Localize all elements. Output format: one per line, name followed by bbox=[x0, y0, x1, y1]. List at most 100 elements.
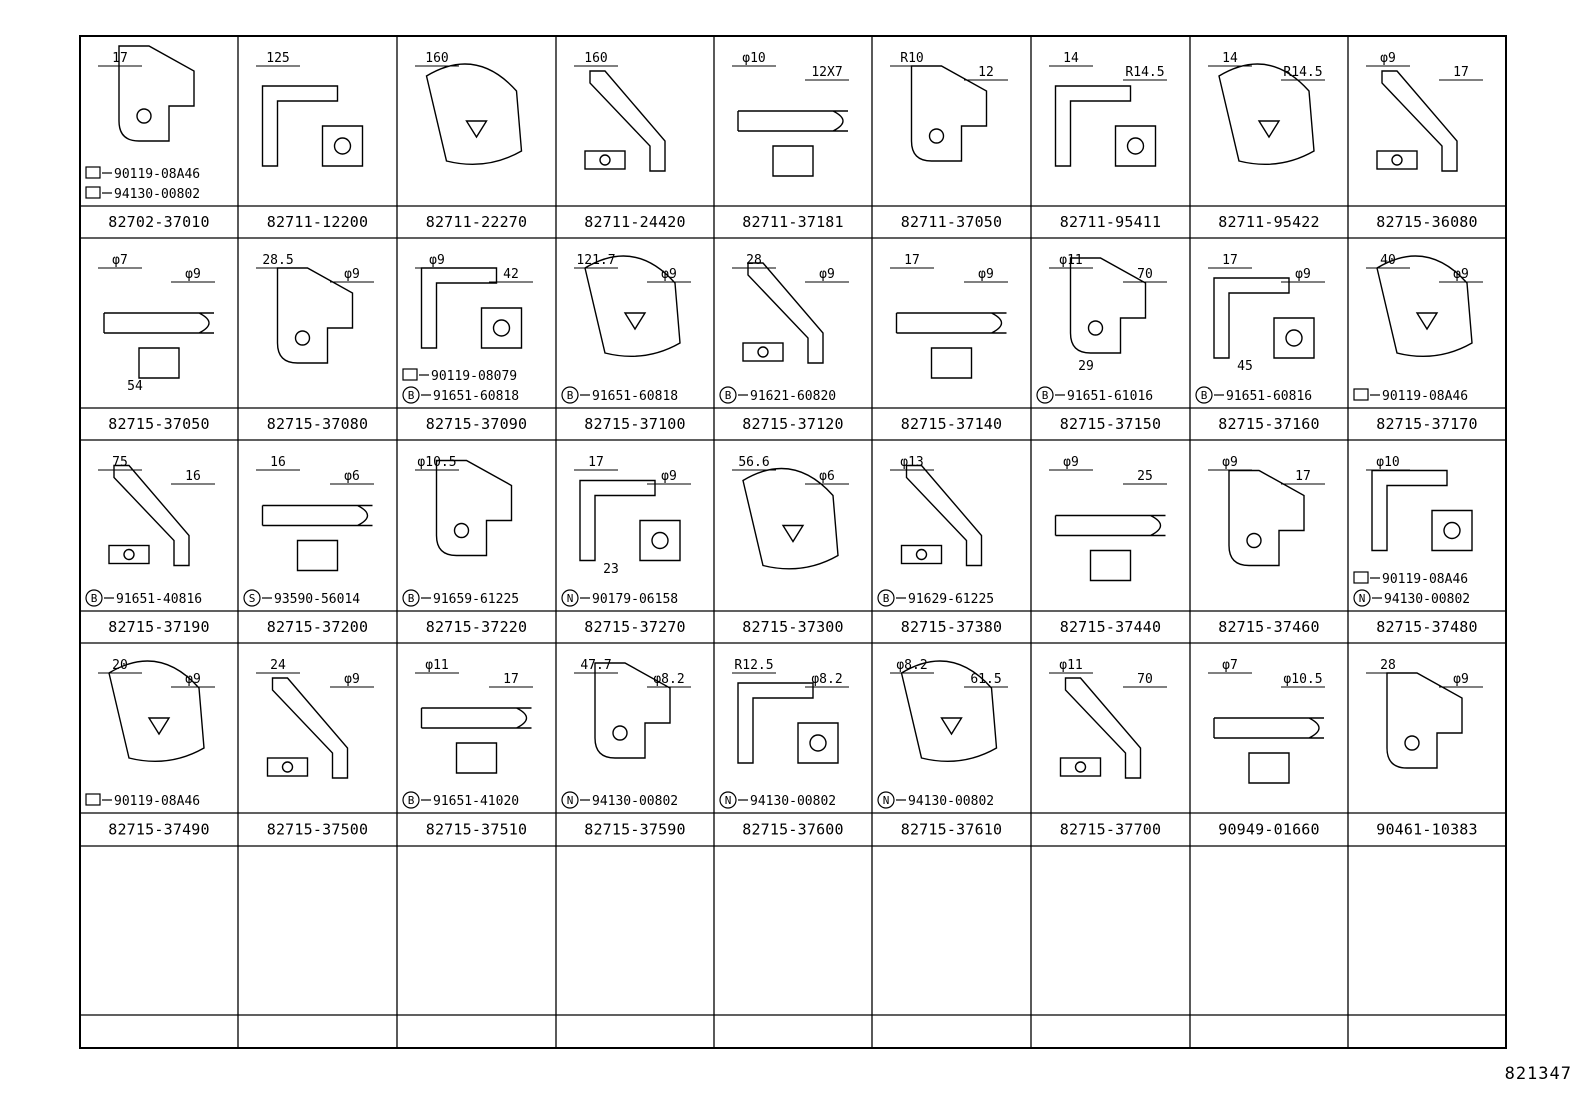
clip-body bbox=[772, 145, 814, 177]
dimension-label: φ8.2 bbox=[653, 672, 684, 687]
part-number: 90949-01660 bbox=[1218, 821, 1320, 839]
band-outline bbox=[895, 312, 1007, 334]
bracket-outline bbox=[589, 70, 666, 172]
bolt-hole bbox=[1126, 137, 1145, 155]
dimension-label: φ10 bbox=[1376, 455, 1399, 470]
clamp-outline bbox=[425, 63, 523, 166]
dimension-label: 17 bbox=[1222, 253, 1238, 268]
part-number: 82715-37140 bbox=[901, 415, 1003, 433]
bolt-hole bbox=[757, 346, 769, 358]
subpart-number: 94130-00802 bbox=[592, 794, 678, 809]
dimension-label: φ11 bbox=[1059, 253, 1082, 268]
badge-circle bbox=[85, 589, 103, 607]
dimension-label: 17 bbox=[1453, 65, 1469, 80]
subpart-number: 94130-00802 bbox=[114, 187, 200, 202]
dimension-label: 25 bbox=[1137, 469, 1153, 484]
badge-circle bbox=[877, 791, 895, 809]
part-cell: φ9 25 82715-37440 bbox=[1049, 455, 1167, 636]
locating-tab bbox=[1415, 312, 1439, 331]
dimension-label: φ13 bbox=[900, 455, 923, 470]
part-number: 82715-37200 bbox=[267, 618, 369, 636]
subpart-number: 90119-08A46 bbox=[114, 167, 200, 182]
bolt-hole bbox=[809, 734, 827, 752]
part-number: 82715-37380 bbox=[901, 618, 1003, 636]
dimension-label: φ9 bbox=[661, 267, 677, 282]
badge-circle bbox=[719, 791, 737, 809]
bolt-hole bbox=[915, 548, 928, 561]
bracket-outline bbox=[905, 464, 983, 567]
dimension-label: 45 bbox=[1237, 359, 1253, 374]
bolt-hole bbox=[333, 137, 352, 155]
clamp-outline bbox=[1218, 63, 1315, 166]
bracket-outline bbox=[261, 85, 364, 167]
band-outline bbox=[420, 707, 532, 729]
bolt-hole bbox=[1246, 532, 1262, 549]
badge-circle bbox=[561, 791, 579, 809]
bolt-hole bbox=[136, 108, 152, 124]
bolt-hole bbox=[281, 761, 294, 773]
dimension-label: R14.5 bbox=[1125, 65, 1164, 80]
bolt-icon bbox=[85, 793, 101, 806]
part-number: 90461-10383 bbox=[1376, 821, 1478, 839]
dimension-label: φ9 bbox=[1222, 455, 1238, 470]
dimension-label: 42 bbox=[503, 267, 519, 282]
mount-plate bbox=[584, 150, 626, 170]
bolt-hole bbox=[1404, 735, 1420, 751]
circled-B-badge: B bbox=[408, 592, 415, 605]
subpart-number: 90119-08079 bbox=[431, 369, 517, 384]
part-number: 82715-37610 bbox=[901, 821, 1003, 839]
circled-B-badge: B bbox=[408, 794, 415, 807]
dimension-label: 121.7 bbox=[576, 253, 615, 268]
dimension-label: R14.5 bbox=[1283, 65, 1322, 80]
part-number: 82715-37700 bbox=[1060, 821, 1162, 839]
clamp-outline bbox=[1376, 255, 1473, 358]
part-number: 82715-37600 bbox=[742, 821, 844, 839]
band-outline bbox=[737, 110, 848, 132]
dimension-label: φ7 bbox=[1222, 658, 1238, 673]
band-outline bbox=[103, 312, 214, 334]
bolt-hole bbox=[1391, 154, 1403, 166]
bracket-outline bbox=[594, 662, 671, 759]
dimension-label: φ9 bbox=[819, 267, 835, 282]
part-number: 82711-37050 bbox=[901, 213, 1003, 231]
circled-B-badge: B bbox=[883, 592, 890, 605]
part-number: 82715-37270 bbox=[584, 618, 686, 636]
dimension-label: φ9 bbox=[1063, 455, 1079, 470]
dimension-label: 16 bbox=[270, 455, 286, 470]
mount-plate bbox=[108, 544, 150, 565]
mount-plate bbox=[1059, 757, 1102, 777]
part-number: 82715-37440 bbox=[1060, 618, 1162, 636]
part-number: 82715-37220 bbox=[426, 618, 528, 636]
clip-body bbox=[930, 347, 973, 379]
dimension-label: 12X7 bbox=[811, 65, 842, 80]
dimension-label: φ9 bbox=[429, 253, 445, 268]
dimension-label: φ9 bbox=[661, 469, 677, 484]
bracket-outline bbox=[1054, 85, 1157, 167]
dimension-label: φ9 bbox=[1453, 672, 1469, 687]
bracket-outline bbox=[435, 459, 513, 557]
circled-N-badge: N bbox=[567, 592, 574, 605]
grid-border bbox=[79, 35, 1507, 1049]
dimension-label: 160 bbox=[584, 51, 607, 66]
part-number: 82711-37181 bbox=[742, 213, 844, 231]
part-number: 82715-37500 bbox=[267, 821, 369, 839]
subpart-number: 91629-61225 bbox=[908, 592, 994, 607]
badge-circle bbox=[402, 791, 420, 809]
